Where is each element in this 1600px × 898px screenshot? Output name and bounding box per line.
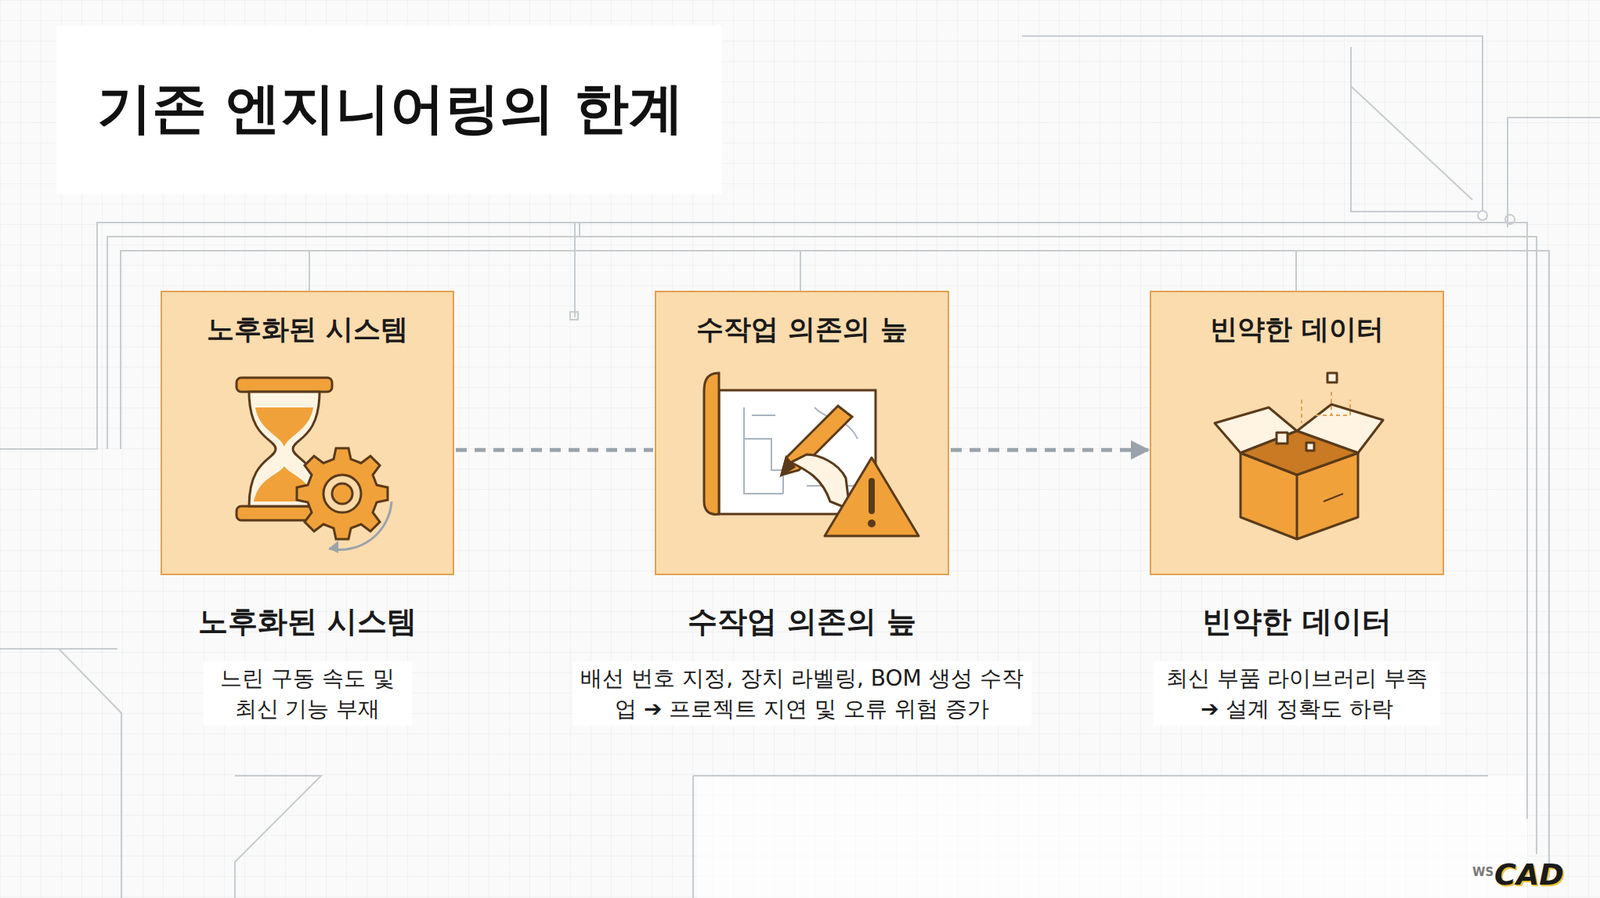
problem-card: 수작업 의존의 늪수작업 의존의 늪배선 번호 지정, 장치 라벨링, BOM … [654,290,950,575]
problem-card: 노후화된 시스템노후화된 시스템느린 구동 속도 및 최신 기능 부재 [160,290,455,575]
title-panel [56,25,723,195]
card-description: 배선 번호 지정, 장치 라벨링, BOM 생성 수작업 ➔ 프로젝트 지연 및… [572,660,1032,726]
card-heading: 빈약한 데이터 [1202,601,1391,642]
box-heading: 수작업 의존의 늪 [656,310,948,348]
logo-text: CAD [1494,856,1564,892]
box-heading: 빈약한 데이터 [1151,310,1443,348]
diagram-title: 기존 엔지니어링의 한계 [97,72,684,146]
circuit-lines [0,36,1600,898]
dashed-connector [455,447,654,452]
card-description: 느린 구동 속도 및 최신 기능 부재 [203,660,412,726]
card-heading: 수작업 의존의 늪 [687,601,917,642]
card-heading: 노후화된 시스템 [198,601,417,642]
box-heading: 노후화된 시스템 [162,310,453,348]
dashed-connector [950,447,1149,452]
problem-card: 빈약한 데이터빈약한 데이터최신 부품 라이브러리 부족 ➔ 설계 정확도 하락 [1149,290,1445,575]
logo-text: WS [1472,864,1494,879]
card-description: 최신 부품 라이브러리 부족 ➔ 설계 정확도 하락 [1153,660,1441,726]
